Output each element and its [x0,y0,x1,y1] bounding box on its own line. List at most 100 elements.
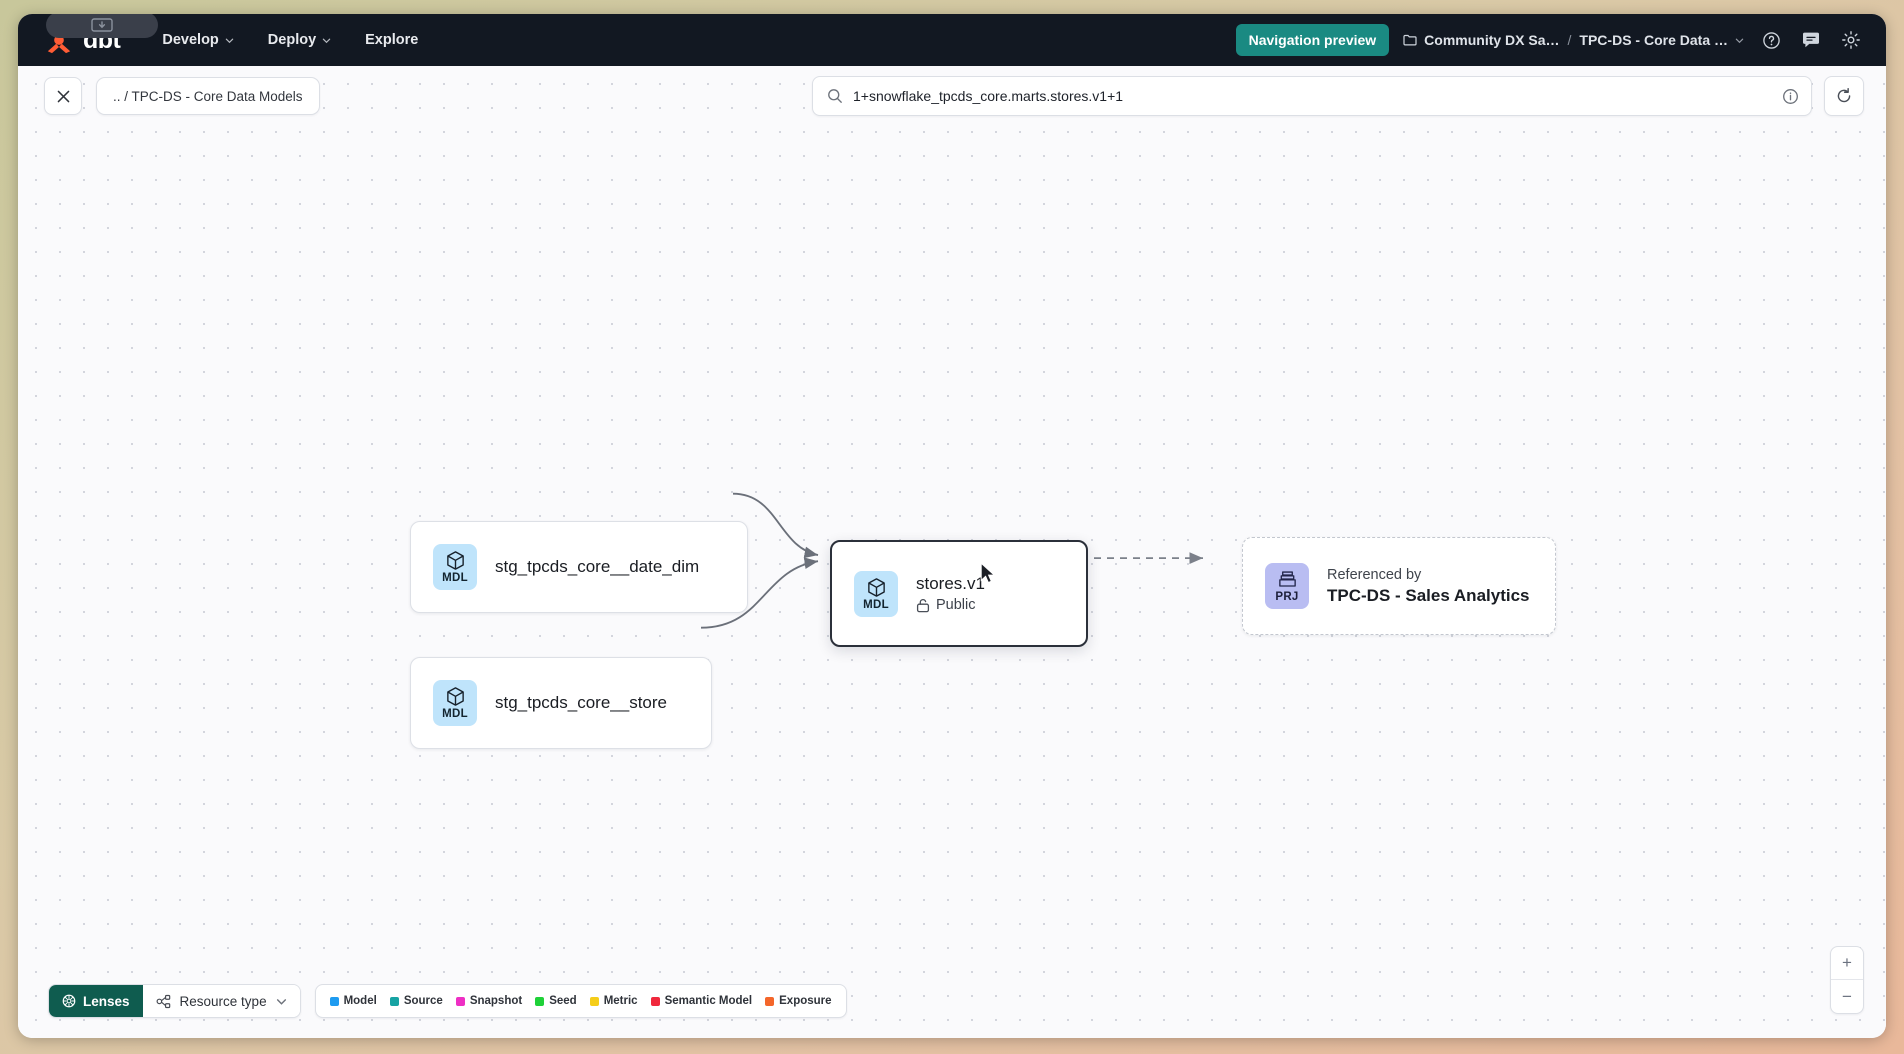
nav-item-develop[interactable]: Develop [160,26,235,54]
unlock-icon [916,598,930,612]
legend-label: Exposure [779,995,832,1007]
legend-item: Metric [589,995,638,1007]
search-icon [828,89,842,103]
legend-swatch-snapshot [455,996,465,1006]
lens-control-group: Lenses Resource type [48,984,301,1018]
lens-icon [62,994,76,1008]
legend-label: Model [343,995,377,1007]
legend-label: Snapshot [469,995,523,1007]
graph-node-title: stg_tpcds_core__store [495,693,667,712]
legend-label: Metric [603,995,638,1007]
graph-node-title: stores.v1 [916,574,985,593]
legend-item: Semantic Model [650,995,753,1007]
canvas-bottom-controls: Lenses Resource type Model [48,984,847,1018]
project-breadcrumb-chip[interactable]: .. / TPC-DS - Core Data Models [96,77,320,115]
zoom-out-button[interactable]: − [1842,986,1852,1006]
lineage-toolbar: .. / TPC-DS - Core Data Models [18,66,1886,126]
app-window: dbt Develop Deploy Explore Navigation pr… [18,14,1886,1038]
legend-item: Exposure [765,995,832,1007]
nodes-icon [156,994,170,1008]
feedback-icon[interactable] [1798,27,1824,53]
resource-type-legend: Model Source Snapshot Seed Metric [314,984,847,1018]
refresh-button[interactable] [1824,76,1864,116]
legend-item: Source [389,995,443,1007]
graph-node-body: Referenced by TPC-DS - Sales Analytics [1327,567,1530,606]
breadcrumb-project-label: TPC-DS - Core Data … [1579,32,1728,48]
folder-icon [1403,34,1417,46]
lenses-button-label: Lenses [83,993,130,1009]
legend-swatch-seed [535,996,545,1006]
nav-item-explore[interactable]: Explore [363,26,420,54]
close-button[interactable] [44,77,82,115]
gear-icon[interactable] [1838,27,1864,53]
lineage-edges [700,492,1203,629]
legend-label: Seed [549,995,577,1007]
legend-label: Source [403,995,443,1007]
chevron-down-icon [225,38,234,43]
resource-badge-label: MDL [442,708,468,720]
graph-node-referenced-by-project[interactable]: PRJ Referenced by TPC-DS - Sales Analyti… [1242,537,1556,635]
legend-item: Snapshot [455,995,523,1007]
legend-item: Model [329,995,377,1007]
account-breadcrumb: Community DX Sa… / TPC-DS - Core Data … [1403,32,1744,48]
refresh-icon [1837,87,1851,103]
nav-item-develop-label: Develop [162,32,219,48]
zoom-in-button[interactable]: + [1831,947,1863,980]
breadcrumb-separator: / [1567,32,1572,48]
graph-node-title: TPC-DS - Sales Analytics [1327,585,1530,605]
legend-swatch-semantic-model [650,996,660,1006]
graph-node-body: stores.v1 Public [916,574,985,613]
breadcrumb-account[interactable]: Community DX Sa… [1403,32,1560,48]
graph-node-access-label: Public [936,597,976,613]
help-icon[interactable] [1758,27,1784,53]
graph-node-stores-v1[interactable]: MDL stores.v1 Public [830,540,1088,647]
legend-swatch-source [389,996,399,1006]
layers-icon [1278,571,1296,587]
lineage-canvas[interactable]: MDL stg_tpcds_core__date_dim MDL stg_tpc… [18,66,1886,1038]
nav-item-deploy[interactable]: Deploy [266,26,333,54]
info-icon[interactable] [1782,88,1799,105]
resource-type-label: Resource type [179,993,267,1009]
navigation-preview-button[interactable]: Navigation preview [1235,24,1390,56]
zoom-controls: + − [1830,946,1864,1014]
top-navigation-bar: dbt Develop Deploy Explore Navigation pr… [18,14,1886,66]
graph-node-kicker: Referenced by [1327,566,1422,583]
chevron-down-icon [1735,38,1744,43]
top-nav-right: Navigation preview Community DX Sa… / TP… [1235,24,1864,56]
resource-type-dropdown[interactable]: Resource type [142,985,300,1017]
graph-node-access: Public [916,597,985,613]
window-icon [91,18,113,32]
legend-label: Semantic Model [664,995,753,1007]
resource-badge-label: PRJ [1275,591,1299,603]
graph-node-stg-store[interactable]: MDL stg_tpcds_core__store [410,657,712,749]
primary-nav: Develop Deploy Explore [160,26,420,54]
search-area [812,76,1864,116]
lineage-graph: MDL stg_tpcds_core__date_dim MDL stg_tpc… [18,66,1886,1038]
cube-icon [446,551,464,570]
cube-icon [867,577,885,597]
resource-badge-label: MDL [442,572,468,584]
resource-badge-model: MDL [433,680,477,726]
chevron-down-icon [276,998,286,1005]
legend-swatch-exposure [765,996,775,1006]
lineage-search-box[interactable] [812,76,1812,116]
window-chrome-notch [46,14,158,38]
lenses-button[interactable]: Lenses [49,985,143,1017]
resource-badge-project: PRJ [1265,563,1309,609]
resource-badge-label: MDL [863,598,889,611]
close-icon [57,90,69,102]
search-input[interactable] [853,88,1772,104]
nav-item-deploy-label: Deploy [267,32,317,48]
legend-swatch-model [329,996,339,1006]
breadcrumb-account-label: Community DX Sa… [1424,32,1560,48]
graph-node-stg-date-dim[interactable]: MDL stg_tpcds_core__date_dim [410,521,748,613]
graph-node-title: stg_tpcds_core__date_dim [495,557,700,576]
resource-badge-model: MDL [433,544,477,590]
resource-badge-model: MDL [854,570,898,617]
legend-swatch-metric [589,996,599,1006]
chevron-down-icon [322,38,331,43]
nav-item-explore-label: Explore [365,32,419,48]
breadcrumb-project[interactable]: TPC-DS - Core Data … [1579,32,1744,48]
legend-item: Seed [535,995,577,1007]
